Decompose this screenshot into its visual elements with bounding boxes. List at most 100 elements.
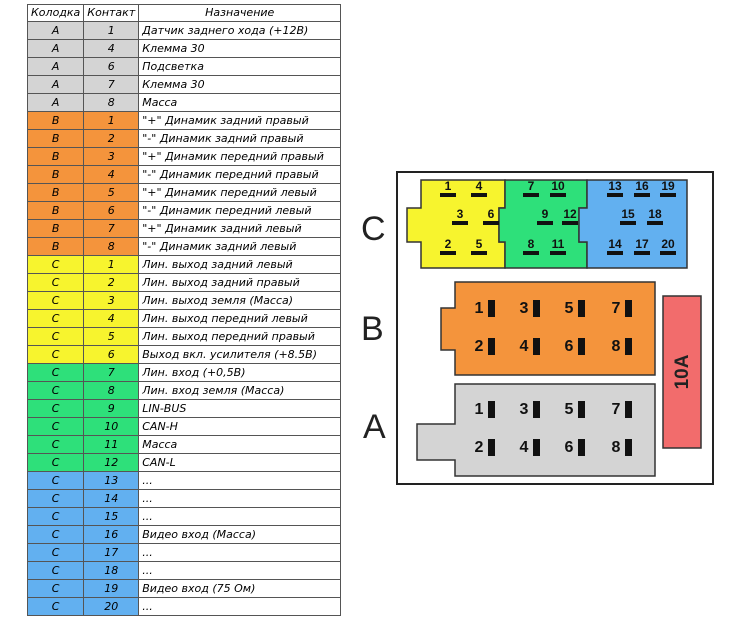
pin-number: 12 (563, 207, 577, 221)
cell-block: B (26, 111, 85, 130)
cell-contact: 2 (83, 273, 140, 292)
cell-purpose: Выход вкл. усилителя (+8.5В) (138, 345, 342, 364)
pin-number: 17 (635, 237, 649, 251)
cell-block: A (26, 57, 85, 76)
pin-number: 13 (608, 179, 622, 193)
cell-contact: 4 (83, 39, 140, 58)
pin-number: 8 (528, 237, 535, 251)
cell-purpose: ... (138, 561, 342, 580)
cell-block: B (26, 237, 85, 256)
pin-contact (537, 221, 553, 225)
cell-purpose: Лин. выход передний левый (138, 309, 342, 328)
pin-number: 7 (528, 179, 535, 193)
cell-contact: 6 (83, 57, 140, 76)
cell-block: C (26, 435, 85, 454)
cell-purpose: "-" Динамик передний правый (138, 165, 342, 184)
pin-contact (440, 251, 456, 255)
cell-contact: 6 (83, 345, 140, 364)
cell-contact: 4 (83, 309, 140, 328)
pin-number: 5 (565, 300, 574, 317)
cell-block: B (26, 165, 85, 184)
pin-number: 3 (457, 207, 464, 221)
cell-purpose: ... (138, 507, 342, 526)
cell-purpose: Лин. выход задний левый (138, 255, 342, 274)
pin-number: 18 (648, 207, 662, 221)
cell-block: C (26, 417, 85, 436)
cell-block: C (26, 453, 85, 472)
cell-purpose: ... (138, 489, 342, 508)
cell-block: B (26, 201, 85, 220)
cell-purpose: "+" Динамик передний правый (138, 147, 342, 166)
cell-contact: 7 (83, 363, 140, 382)
pin-contact (620, 221, 636, 225)
cell-block: A (26, 93, 85, 112)
pin-number: 3 (520, 300, 529, 317)
pin-number: 6 (565, 338, 574, 355)
cell-purpose: Клемма 30 (138, 39, 342, 58)
pin-contact (625, 439, 632, 456)
pin-contact (452, 221, 468, 225)
pin-contact (625, 300, 632, 317)
cell-purpose: Датчик заднего хода (+12В) (138, 21, 342, 40)
cell-contact: 6 (83, 201, 140, 220)
pin-contact (550, 251, 566, 255)
cell-block: A (26, 39, 85, 58)
pin-contact (625, 401, 632, 418)
pin-contact (533, 439, 540, 456)
cell-contact: 1 (83, 111, 140, 130)
cell-purpose: Лин. вход земля (Масса) (138, 381, 342, 400)
pin-number: 1 (475, 401, 484, 418)
cell-contact: 15 (83, 507, 140, 526)
cell-block: C (26, 543, 85, 562)
cell-block: C (26, 273, 85, 292)
cell-contact: 19 (83, 579, 140, 598)
pin-contact (578, 439, 585, 456)
cell-purpose: Клемма 30 (138, 75, 342, 94)
cell-purpose: Масса (138, 93, 342, 112)
cell-contact: 3 (83, 291, 140, 310)
cell-contact: 1 (83, 255, 140, 274)
cell-contact: 14 (83, 489, 140, 508)
pin-contact (578, 401, 585, 418)
pin-number: 4 (520, 338, 529, 355)
pin-number: 6 (488, 207, 495, 221)
pin-number: 2 (445, 237, 452, 251)
pin-contact (607, 251, 623, 255)
b-orange-section (440, 281, 656, 376)
cell-contact: 8 (83, 93, 140, 112)
cell-contact: 17 (83, 543, 140, 562)
cell-contact: 18 (83, 561, 140, 580)
cell-purpose: "+" Динамик задний правый (138, 111, 342, 130)
cell-purpose: Лин. выход земля (Масса) (138, 291, 342, 310)
cell-block: C (26, 561, 85, 580)
pin-contact (471, 251, 487, 255)
pin-number: 6 (565, 439, 574, 456)
table-header-row: Колодка Контакт Назначение (26, 4, 342, 22)
cell-purpose: ... (138, 543, 342, 562)
pin-contact (533, 338, 540, 355)
pin-contact (483, 221, 499, 225)
pin-contact (440, 193, 456, 197)
cell-purpose: Подсветка (138, 57, 342, 76)
cell-block: C (26, 597, 85, 616)
cell-block: C (26, 309, 85, 328)
cell-contact: 4 (83, 165, 140, 184)
pin-contact (523, 251, 539, 255)
pin-number: 16 (635, 179, 649, 193)
